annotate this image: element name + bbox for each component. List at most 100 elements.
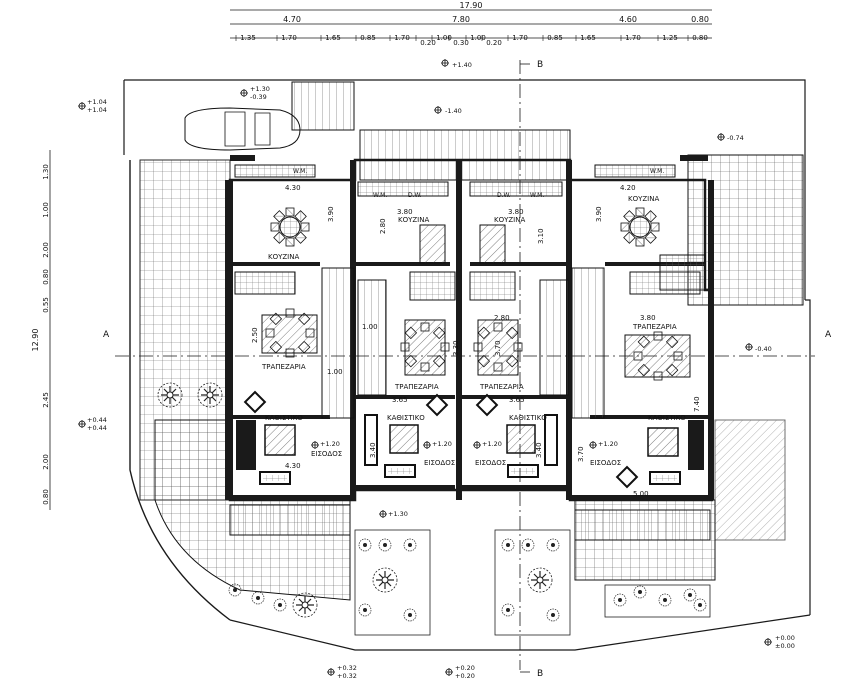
section-lines: A A B B xyxy=(103,60,832,679)
room-entrance-1: ΕΙΣΟΔΟΣ xyxy=(311,450,342,458)
dim-left-label: 1.30 xyxy=(42,164,50,180)
dim-left-label: 0.55 xyxy=(42,297,50,313)
shrub-icon xyxy=(633,585,647,599)
dim-u4-kitchen-h: 3.90 xyxy=(595,206,603,222)
dim-row3-label: 1.70 xyxy=(394,34,410,42)
dim-left-total: 12.90 xyxy=(31,329,40,352)
tree-icon xyxy=(372,567,398,593)
dim-left-label: 2.00 xyxy=(42,242,50,258)
level-symbol-icon xyxy=(745,343,753,351)
left-dimensions: 12.90 1.301.002.000.800.552.452.000.80 xyxy=(31,150,51,510)
garden xyxy=(157,382,711,636)
shrub-icon xyxy=(358,603,372,617)
dim-row3-label: 0.30 xyxy=(453,39,469,47)
section-b-top: B xyxy=(537,60,543,70)
level-symbol-icon xyxy=(379,510,387,518)
dim-left-label: 2.00 xyxy=(42,454,50,470)
room-dining-4: ΤΡΑΠΕΖΑΡΙΑ xyxy=(632,323,677,331)
dim-top-2: 7.80 xyxy=(452,15,470,24)
level-symbol-icon xyxy=(78,420,86,428)
room-living-3: ΚΑΘΙΣΤΙΚΟ xyxy=(509,414,547,422)
dim-row3-label: 0.85 xyxy=(360,34,376,42)
level-symbol-icon xyxy=(78,102,86,110)
dim-u1-kitchen-w: 4.30 xyxy=(285,184,301,192)
shrub-icon xyxy=(658,593,672,607)
level-entry-1: +1.20 xyxy=(320,440,340,448)
room-kitchen-2: ΚΟΥΖΙΝΑ xyxy=(398,216,429,224)
shrub-icon xyxy=(693,598,707,612)
shrub-icon xyxy=(251,591,265,605)
internal-stairs xyxy=(321,267,605,419)
sofa-icon xyxy=(384,464,416,478)
shrub-icon xyxy=(403,538,417,552)
level-bottom-right-b: ±0.00 xyxy=(775,642,795,650)
level-symbol-icon xyxy=(473,441,481,449)
room-dimensions: 4.30 3.90 2.50 4.30 3.80 2.80 1.00 1.00 … xyxy=(251,184,701,498)
level-symbol-icon xyxy=(445,668,453,676)
level-symbol-icon xyxy=(764,638,772,646)
site-stairs xyxy=(291,81,355,131)
level-symbol-icon xyxy=(434,106,442,114)
level-left-mid-2: +0.44 xyxy=(87,424,107,432)
dim-total-top: 17.90 xyxy=(460,1,483,10)
room-dining-3: ΤΡΑΠΕΖΑΡΙΑ xyxy=(479,383,524,391)
level-bottom-right-a: +0.00 xyxy=(775,634,795,642)
dim-row3-label: 0.20 xyxy=(486,39,502,47)
dim-left-col: 1.301.002.000.800.552.452.000.80 xyxy=(42,164,50,505)
dim-row3-label: 1.70 xyxy=(281,34,297,42)
appliance-dw-2: D.W. xyxy=(497,192,511,199)
sofa-icon xyxy=(649,471,681,485)
level-symbol-icon xyxy=(423,441,431,449)
dim-row3-label: 1.00 xyxy=(470,34,486,42)
dim-left-label: 0.80 xyxy=(42,489,50,505)
dining-table-icon xyxy=(270,207,310,247)
dim-row3-label: 1.00 xyxy=(436,34,452,42)
dim-u4-entry-h: 3.70 xyxy=(577,446,585,462)
shrub-icon xyxy=(501,538,515,552)
sofa-icon xyxy=(507,464,539,478)
dim-u3-dining-h: 3.70 xyxy=(494,340,502,356)
room-labels: ΚΟΥΖΙΝΑ ΚΟΥΖΙΝΑ ΚΟΥΖΙΝΑ ΚΟΥΖΙΝΑ ΤΡΑΠΕΖΑΡ… xyxy=(261,195,686,467)
level-top-mid: +1.40 xyxy=(452,61,472,69)
room-living-1: ΚΑΘΙΣΤΙΚΟ xyxy=(265,414,303,422)
room-dining-2: ΤΡΑΠΕΖΑΡΙΑ xyxy=(394,383,439,391)
level-entry-4: +1.20 xyxy=(598,440,618,448)
level-bottom-1a: +0.32 xyxy=(337,664,357,672)
section-a-left: A xyxy=(103,330,110,340)
dim-left-label: 1.00 xyxy=(42,202,50,218)
site-boundary xyxy=(123,79,811,651)
level-bottom-1b: +0.32 xyxy=(337,672,357,680)
kitchen-counters xyxy=(234,164,706,301)
level-symbol-icon xyxy=(717,133,725,141)
dim-mid-h: 3.30 xyxy=(452,340,460,356)
shrub-icon xyxy=(358,538,372,552)
room-dining-1: ΤΡΑΠΕΖΑΡΙΑ xyxy=(261,363,306,371)
dim-row3-label: 1.35 xyxy=(240,34,256,42)
dim-u2-living-w: 3.65 xyxy=(392,396,408,404)
appliance-wm-2: W.M. xyxy=(373,192,387,199)
dim-left-label: 2.45 xyxy=(42,392,50,408)
dim-row3-label: 1.65 xyxy=(580,34,596,42)
dim-u3-living-w: 3.65 xyxy=(509,396,525,404)
room-entrance-2: ΕΙΣΟΔΟΣ xyxy=(424,459,455,467)
dim-u1-living-w: 4.30 xyxy=(285,462,301,470)
dim-row3-label: 1.70 xyxy=(625,34,641,42)
appliance-wm-1: W.M. xyxy=(293,168,307,175)
level-far-left-2: +1.04 xyxy=(87,106,107,114)
level-symbol-icon xyxy=(327,668,335,676)
dim-row3-label: 0.85 xyxy=(547,34,563,42)
appliance-wm-4: W.M. xyxy=(650,168,664,175)
dim-u4-living-w: 5.00 xyxy=(633,490,649,498)
dim-u2-kitchen-w: 3.80 xyxy=(397,208,413,216)
dim-u4-kitchen-w: 4.20 xyxy=(620,184,636,192)
shrub-icon xyxy=(613,593,627,607)
dim-u2-kitchen-h: 2.80 xyxy=(379,218,387,234)
shrub-icon xyxy=(378,538,392,552)
dining-table-icon xyxy=(620,207,660,247)
level-symbol-icon xyxy=(589,441,597,449)
level-top-left-2: -0.39 xyxy=(250,93,267,101)
shrub-icon xyxy=(546,608,560,622)
